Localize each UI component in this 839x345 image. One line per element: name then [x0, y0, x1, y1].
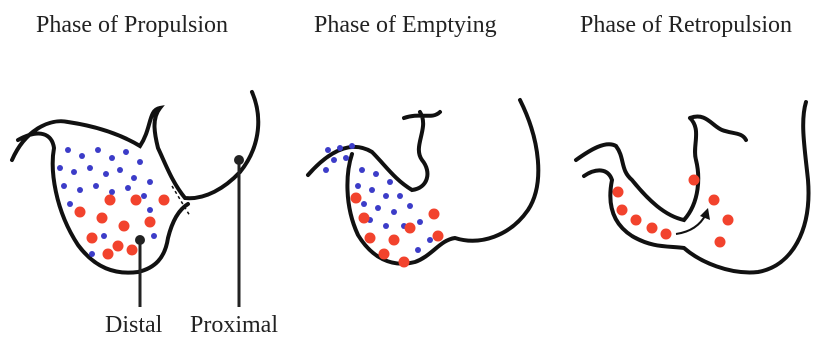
- large-particles-propulsion: [75, 195, 170, 260]
- stomach-outline-emptying: [308, 100, 538, 264]
- stomach-propulsion: [12, 92, 258, 307]
- label-proximal: Proximal: [190, 312, 278, 339]
- retropulsion-arrow: [676, 214, 706, 234]
- stomach-emptying: [308, 100, 538, 268]
- retropulsion-arrowhead: [700, 208, 710, 220]
- stomach-retropulsion: [576, 102, 809, 272]
- label-distal: Distal: [105, 312, 162, 339]
- stomach-outline-retropulsion: [576, 102, 809, 272]
